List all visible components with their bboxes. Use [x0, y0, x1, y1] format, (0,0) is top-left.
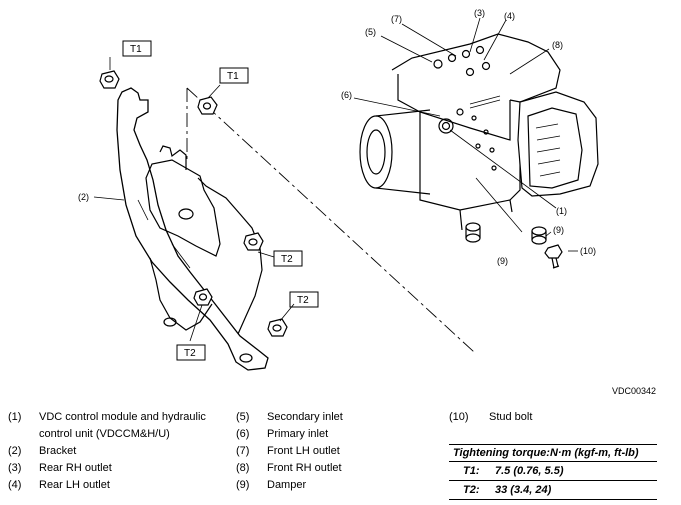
- legend-item: (10) Stud bolt: [449, 409, 649, 426]
- stud-bolt: [544, 244, 563, 269]
- torque-row-t1: T1: 7.5 (0.76, 5.5): [449, 462, 657, 480]
- hydraulic-unit: [359, 33, 599, 231]
- alignment-line: [186, 87, 475, 353]
- legend-number: (4): [8, 479, 22, 491]
- label-3: (3): [474, 8, 485, 18]
- callout-box-t2-lower: [289, 291, 319, 308]
- legend-text: Stud bolt: [489, 411, 533, 423]
- legend-number: (2): [8, 445, 22, 457]
- torque-header: Tightening torque:N·m (kgf-m, ft-lb): [449, 444, 657, 462]
- torque-key: T1:: [463, 465, 480, 477]
- legend-number: (6): [236, 428, 250, 440]
- torque-table: Tightening torque:N·m (kgf-m, ft-lb) T1:…: [449, 444, 657, 500]
- label-5: (5): [365, 27, 376, 37]
- label-7: (7): [391, 14, 402, 24]
- nut-t1-upper: [99, 70, 120, 89]
- callout-box-t2-right: [273, 250, 303, 267]
- label-10: (10): [580, 246, 596, 256]
- torque-key: T2:: [463, 484, 480, 496]
- legend-text: Bracket: [39, 445, 77, 457]
- label-9-upper: (9): [553, 225, 564, 235]
- legend-number: (7): [236, 445, 250, 457]
- bracket: [116, 87, 269, 371]
- callout-box-t1-upper: [122, 40, 152, 57]
- legend-number: (10): [449, 411, 469, 423]
- legend-text: VDC control module and hydraulic control…: [39, 411, 206, 440]
- label-8: (8): [552, 40, 563, 50]
- callout-box-t1-right: [219, 67, 249, 84]
- legend-number: (8): [236, 462, 250, 474]
- label-2: (2): [78, 192, 89, 202]
- legend-text: Front RH outlet: [267, 462, 342, 474]
- legend-text: Secondary inlet: [267, 411, 343, 423]
- legend-item: (5) Secondary inlet: [236, 409, 396, 426]
- legend-text: Front LH outlet: [267, 445, 340, 457]
- torque-value: 7.5 (0.76, 5.5): [495, 465, 564, 477]
- damper-lower: [465, 222, 481, 243]
- legend-number: (9): [236, 479, 250, 491]
- callout-t2-bottom: T2: [184, 348, 196, 359]
- nut-t1-right: [197, 96, 218, 115]
- nut-t2-lower: [267, 318, 288, 337]
- legend-text: Primary inlet: [267, 428, 329, 440]
- legend-item: (7) Front LH outlet: [236, 443, 396, 460]
- legend-item: (3) Rear RH outlet: [8, 460, 223, 477]
- torque-row-t2: T2: 33 (3.4, 24): [449, 480, 657, 500]
- label-9-lower: (9): [497, 256, 508, 266]
- callout-box-t2-bottom: [176, 344, 206, 361]
- legend-column-1: (1) VDC control module and hydraulic con…: [8, 409, 223, 494]
- legend-item: (8) Front RH outlet: [236, 460, 396, 477]
- label-4: (4): [504, 11, 515, 21]
- legend-number: (5): [236, 411, 250, 423]
- legend-number: (3): [8, 462, 22, 474]
- legend-column-2: (5) Secondary inlet (6) Primary inlet (7…: [236, 409, 396, 494]
- legend-item: (9) Damper: [236, 477, 396, 494]
- label-6: (6): [341, 90, 352, 100]
- legend-item: (1) VDC control module and hydraulic con…: [8, 409, 223, 443]
- damper-upper: [531, 226, 547, 245]
- label-1: (1): [556, 206, 567, 216]
- callout-t2-lower: T2: [297, 295, 309, 306]
- legend-text: Rear RH outlet: [39, 462, 112, 474]
- figure-code: VDC00342: [612, 386, 657, 396]
- legend-text: Rear LH outlet: [39, 479, 110, 491]
- exploded-diagram: T1 T1 T2 T2 T2 (1) (2) (3) (4) (5) (6) (…: [78, 8, 599, 371]
- callout-t2-right: T2: [281, 254, 293, 265]
- legend-number: (1): [8, 411, 22, 423]
- callout-t1-upper: T1: [130, 44, 142, 55]
- legend-column-3: (10) Stud bolt: [449, 409, 649, 426]
- legend-item: (2) Bracket: [8, 443, 223, 460]
- nut-t2-bottom: [193, 288, 213, 306]
- nut-t2-right: [243, 232, 264, 251]
- legend-item: (4) Rear LH outlet: [8, 477, 223, 494]
- legend-item: (6) Primary inlet: [236, 426, 396, 443]
- torque-value: 33 (3.4, 24): [495, 484, 552, 496]
- legend-text: Damper: [267, 479, 307, 491]
- callout-t1-right: T1: [227, 71, 239, 82]
